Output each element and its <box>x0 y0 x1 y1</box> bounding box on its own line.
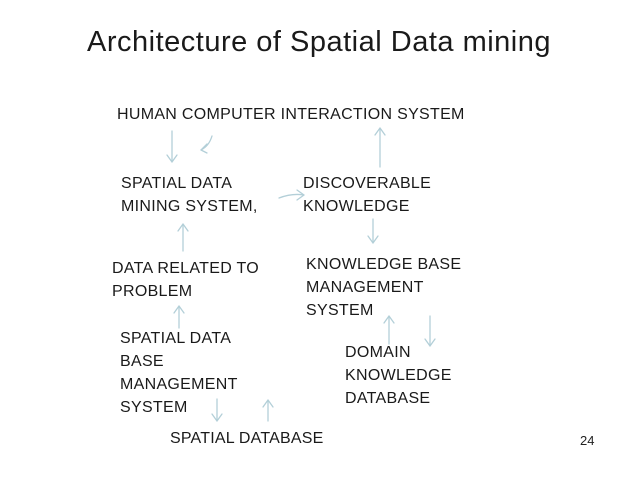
arrow-sdb-to-sdbms-icon <box>262 399 274 422</box>
page-number: 24 <box>580 433 595 448</box>
node-knowledge-base-management-system: KNOWLEDGE BASE MANAGEMENT SYSTEM <box>306 256 462 319</box>
node-discoverable-knowledge: DISCOVERABLE KNOWLEDGE <box>303 175 432 215</box>
node-spatial-data-mining-system: SPATIAL DATA MINING SYSTEM, <box>121 175 258 215</box>
node-spatial-database: SPATIAL DATABASE <box>170 430 324 447</box>
node-data-related-to-problem: DATA RELATED TO PROBLEM <box>112 260 260 300</box>
curved-return-arrow-icon <box>200 135 213 154</box>
arrow-dk-to-kbms-icon <box>367 218 379 244</box>
arrow-dk-to-hci-icon <box>374 127 386 168</box>
node-spatial-database-management-system: SPATIAL DATA BASE MANAGEMENT SYSTEM <box>120 330 238 416</box>
arrow-drp-to-sdms-icon <box>177 223 189 252</box>
slide-title: Architecture of Spatial Data mining <box>87 26 551 58</box>
arrow-sdb-to-drp-icon <box>173 305 185 329</box>
node-human-computer-interaction-system: HUMAN COMPUTER INTERACTION SYSTEM <box>117 106 465 123</box>
arrow-sdms-to-dk-icon <box>278 189 305 201</box>
arrow-hci-to-sdms-icon <box>166 130 178 163</box>
node-domain-knowledge-database: DOMAIN KNOWLEDGE DATABASE <box>345 344 452 407</box>
